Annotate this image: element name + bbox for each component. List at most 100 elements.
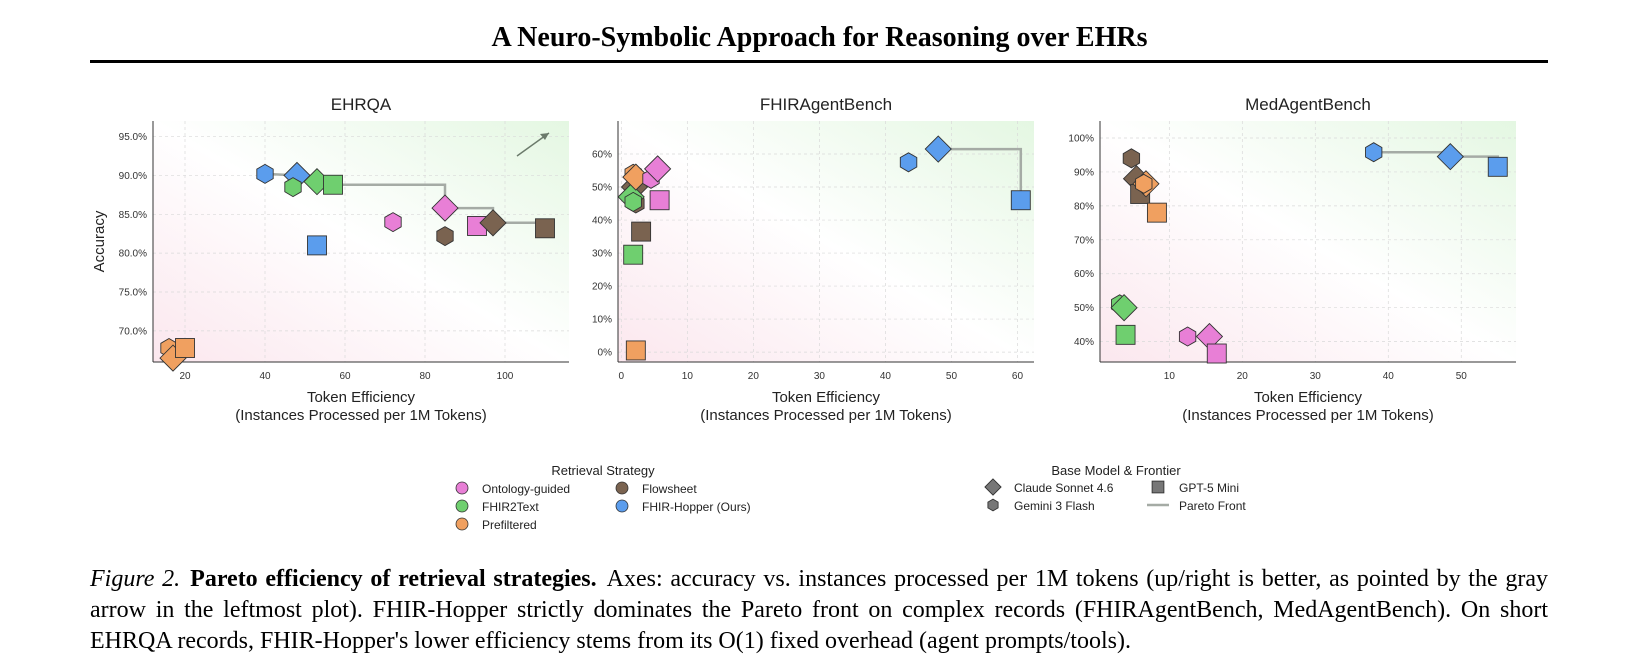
legend-marker-shape — [984, 478, 1002, 496]
chart-title: FHIRAgentBench — [760, 95, 892, 114]
plot-area — [618, 121, 1034, 362]
point-flowsheet-gemini-3-flash — [1122, 148, 1141, 169]
y-tick-label: 95.0% — [119, 132, 147, 143]
x-tick-label: 100 — [497, 371, 514, 382]
point-fhir-hopper-ours-gemini-3-flash — [256, 163, 274, 184]
y-tick-label: 70.0% — [119, 326, 147, 337]
point-fhir2text-gpt-5-mini — [623, 244, 644, 265]
plot-area — [153, 121, 569, 362]
chart-title: MedAgentBench — [1245, 95, 1371, 114]
x-axis-label: (Instances Processed per 1M Tokens) — [235, 407, 487, 424]
point-flowsheet-gemini-3-flash — [436, 226, 454, 247]
y-tick-label: 80% — [1074, 201, 1094, 212]
legend-strategy-title: Retrieval Strategy — [551, 463, 655, 478]
legend-marker-gemini-3-flash — [987, 498, 999, 512]
legend-label-ontology-guided: Ontology-guided — [482, 482, 570, 496]
x-tick-label: 60 — [339, 371, 351, 382]
y-tick-label: 50% — [592, 183, 612, 194]
point-ontology-guided-claude-sonnet-4-6 — [643, 155, 672, 183]
x-tick-label: 0 — [619, 371, 625, 382]
point-ontology-guided-gemini-3-flash — [384, 212, 402, 233]
chart-title: EHRQA — [331, 95, 392, 114]
x-tick-label: 40 — [259, 371, 271, 382]
point-ontology-guided-gpt-5-mini — [649, 190, 670, 211]
x-axis-label: Token Efficiency — [772, 389, 881, 406]
y-tick-label: 20% — [592, 282, 612, 293]
point-fhir2text-claude-sonnet-4-6 — [1110, 294, 1138, 322]
point-fhir-hopper-ours-claude-sonnet-4-6 — [924, 135, 952, 163]
point-flowsheet-gpt-5-mini — [631, 221, 652, 242]
point-ontology-guided-gemini-3-flash — [1178, 326, 1197, 347]
legend-marker-fhir-hopper-ours — [615, 499, 629, 513]
caption-label: Figure 2. — [90, 566, 181, 592]
point-prefiltered-gpt-5-mini — [1146, 202, 1167, 223]
point-fhir-hopper-ours-gemini-3-flash — [1365, 142, 1383, 163]
point-fhir2text-gemini-3-flash — [284, 177, 302, 198]
legend-label-fhir2text: FHIR2Text — [482, 500, 539, 514]
y-tick-label: 60% — [592, 150, 612, 161]
x-tick-label: 40 — [880, 371, 892, 382]
x-tick-label: 20 — [179, 371, 191, 382]
x-axis-label: (Instances Processed per 1M Tokens) — [1182, 407, 1434, 424]
y-tick-label: 100% — [1068, 133, 1094, 144]
y-axis-label: Accuracy — [91, 210, 108, 272]
legend-label-gemini-3-flash: Gemini 3 Flash — [1014, 499, 1095, 513]
point-ontology-guided-gpt-5-mini — [1206, 343, 1227, 364]
x-tick-label: 20 — [1237, 371, 1249, 382]
page-title: A Neuro-Symbolic Approach for Reasoning … — [491, 22, 1148, 53]
point-fhir-hopper-ours-gpt-5-mini — [1010, 190, 1031, 211]
x-tick-label: 30 — [1310, 371, 1322, 382]
legend-label-prefiltered: Prefiltered — [482, 518, 537, 532]
pareto-front-line — [938, 147, 1023, 201]
legend-marker-fhir2text — [455, 499, 469, 513]
legend-model-title: Base Model & Frontier — [1051, 463, 1181, 478]
y-tick-label: 90% — [1074, 167, 1094, 178]
legend-marker-shape — [1151, 480, 1165, 494]
legend: Retrieval StrategyOntology-guidedFHIR2Te… — [455, 463, 1246, 532]
point-fhir-hopper-ours-claude-sonnet-4-6 — [1436, 143, 1464, 171]
point-prefiltered-gpt-5-mini — [175, 338, 195, 358]
x-axis-label: Token Efficiency — [1254, 389, 1363, 406]
point-flowsheet-claude-sonnet-4-6 — [479, 209, 507, 237]
legend-marker-shape — [987, 498, 999, 512]
x-tick-label: 30 — [814, 371, 826, 382]
y-tick-label: 10% — [592, 315, 612, 326]
point-fhir-hopper-ours-gemini-3-flash — [899, 152, 918, 173]
y-tick-label: 75.0% — [119, 288, 147, 299]
arrow-head — [540, 133, 549, 140]
legend-label-claude-sonnet-4-6: Claude Sonnet 4.6 — [1014, 481, 1114, 495]
y-tick-label: 0% — [598, 348, 613, 359]
y-tick-label: 40% — [592, 216, 612, 227]
legend-marker-ontology-guided — [455, 481, 469, 495]
legend-marker-gpt-5-mini — [1151, 480, 1165, 494]
point-fhir2text-gpt-5-mini — [323, 174, 343, 195]
figure-caption: Figure 2. Pareto efficiency of retrieval … — [90, 564, 1548, 657]
x-axis-label: (Instances Processed per 1M Tokens) — [700, 407, 952, 424]
point-fhir-hopper-ours-gpt-5-mini — [307, 235, 327, 256]
y-tick-label: 50% — [1074, 303, 1094, 314]
legend-label-pareto-front: Pareto Front — [1179, 499, 1246, 513]
x-tick-label: 20 — [748, 371, 760, 382]
x-tick-label: 40 — [1383, 371, 1395, 382]
x-tick-label: 50 — [946, 371, 958, 382]
legend-marker-flowsheet — [615, 481, 629, 495]
point-prefiltered-gpt-5-mini — [625, 340, 646, 361]
x-tick-label: 10 — [682, 371, 694, 382]
y-tick-label: 80.0% — [119, 249, 147, 260]
y-tick-label: 85.0% — [119, 210, 147, 221]
point-ontology-guided-claude-sonnet-4-6 — [431, 194, 459, 222]
legend-marker-claude-sonnet-4-6 — [984, 478, 1002, 496]
y-tick-label: 60% — [1074, 269, 1094, 280]
legend-label-gpt-5-mini: GPT-5 Mini — [1179, 481, 1239, 495]
caption-bold: Pareto efficiency of retrieval strategie… — [190, 566, 597, 592]
legend-label-flowsheet: Flowsheet — [642, 482, 697, 496]
point-fhir-hopper-ours-gpt-5-mini — [1487, 156, 1508, 177]
y-tick-label: 30% — [592, 249, 612, 260]
x-axis-label: Token Efficiency — [307, 389, 416, 406]
x-tick-label: 80 — [419, 371, 431, 382]
point-prefiltered-gemini-3-flash — [1135, 173, 1153, 194]
y-tick-label: 40% — [1074, 337, 1094, 348]
